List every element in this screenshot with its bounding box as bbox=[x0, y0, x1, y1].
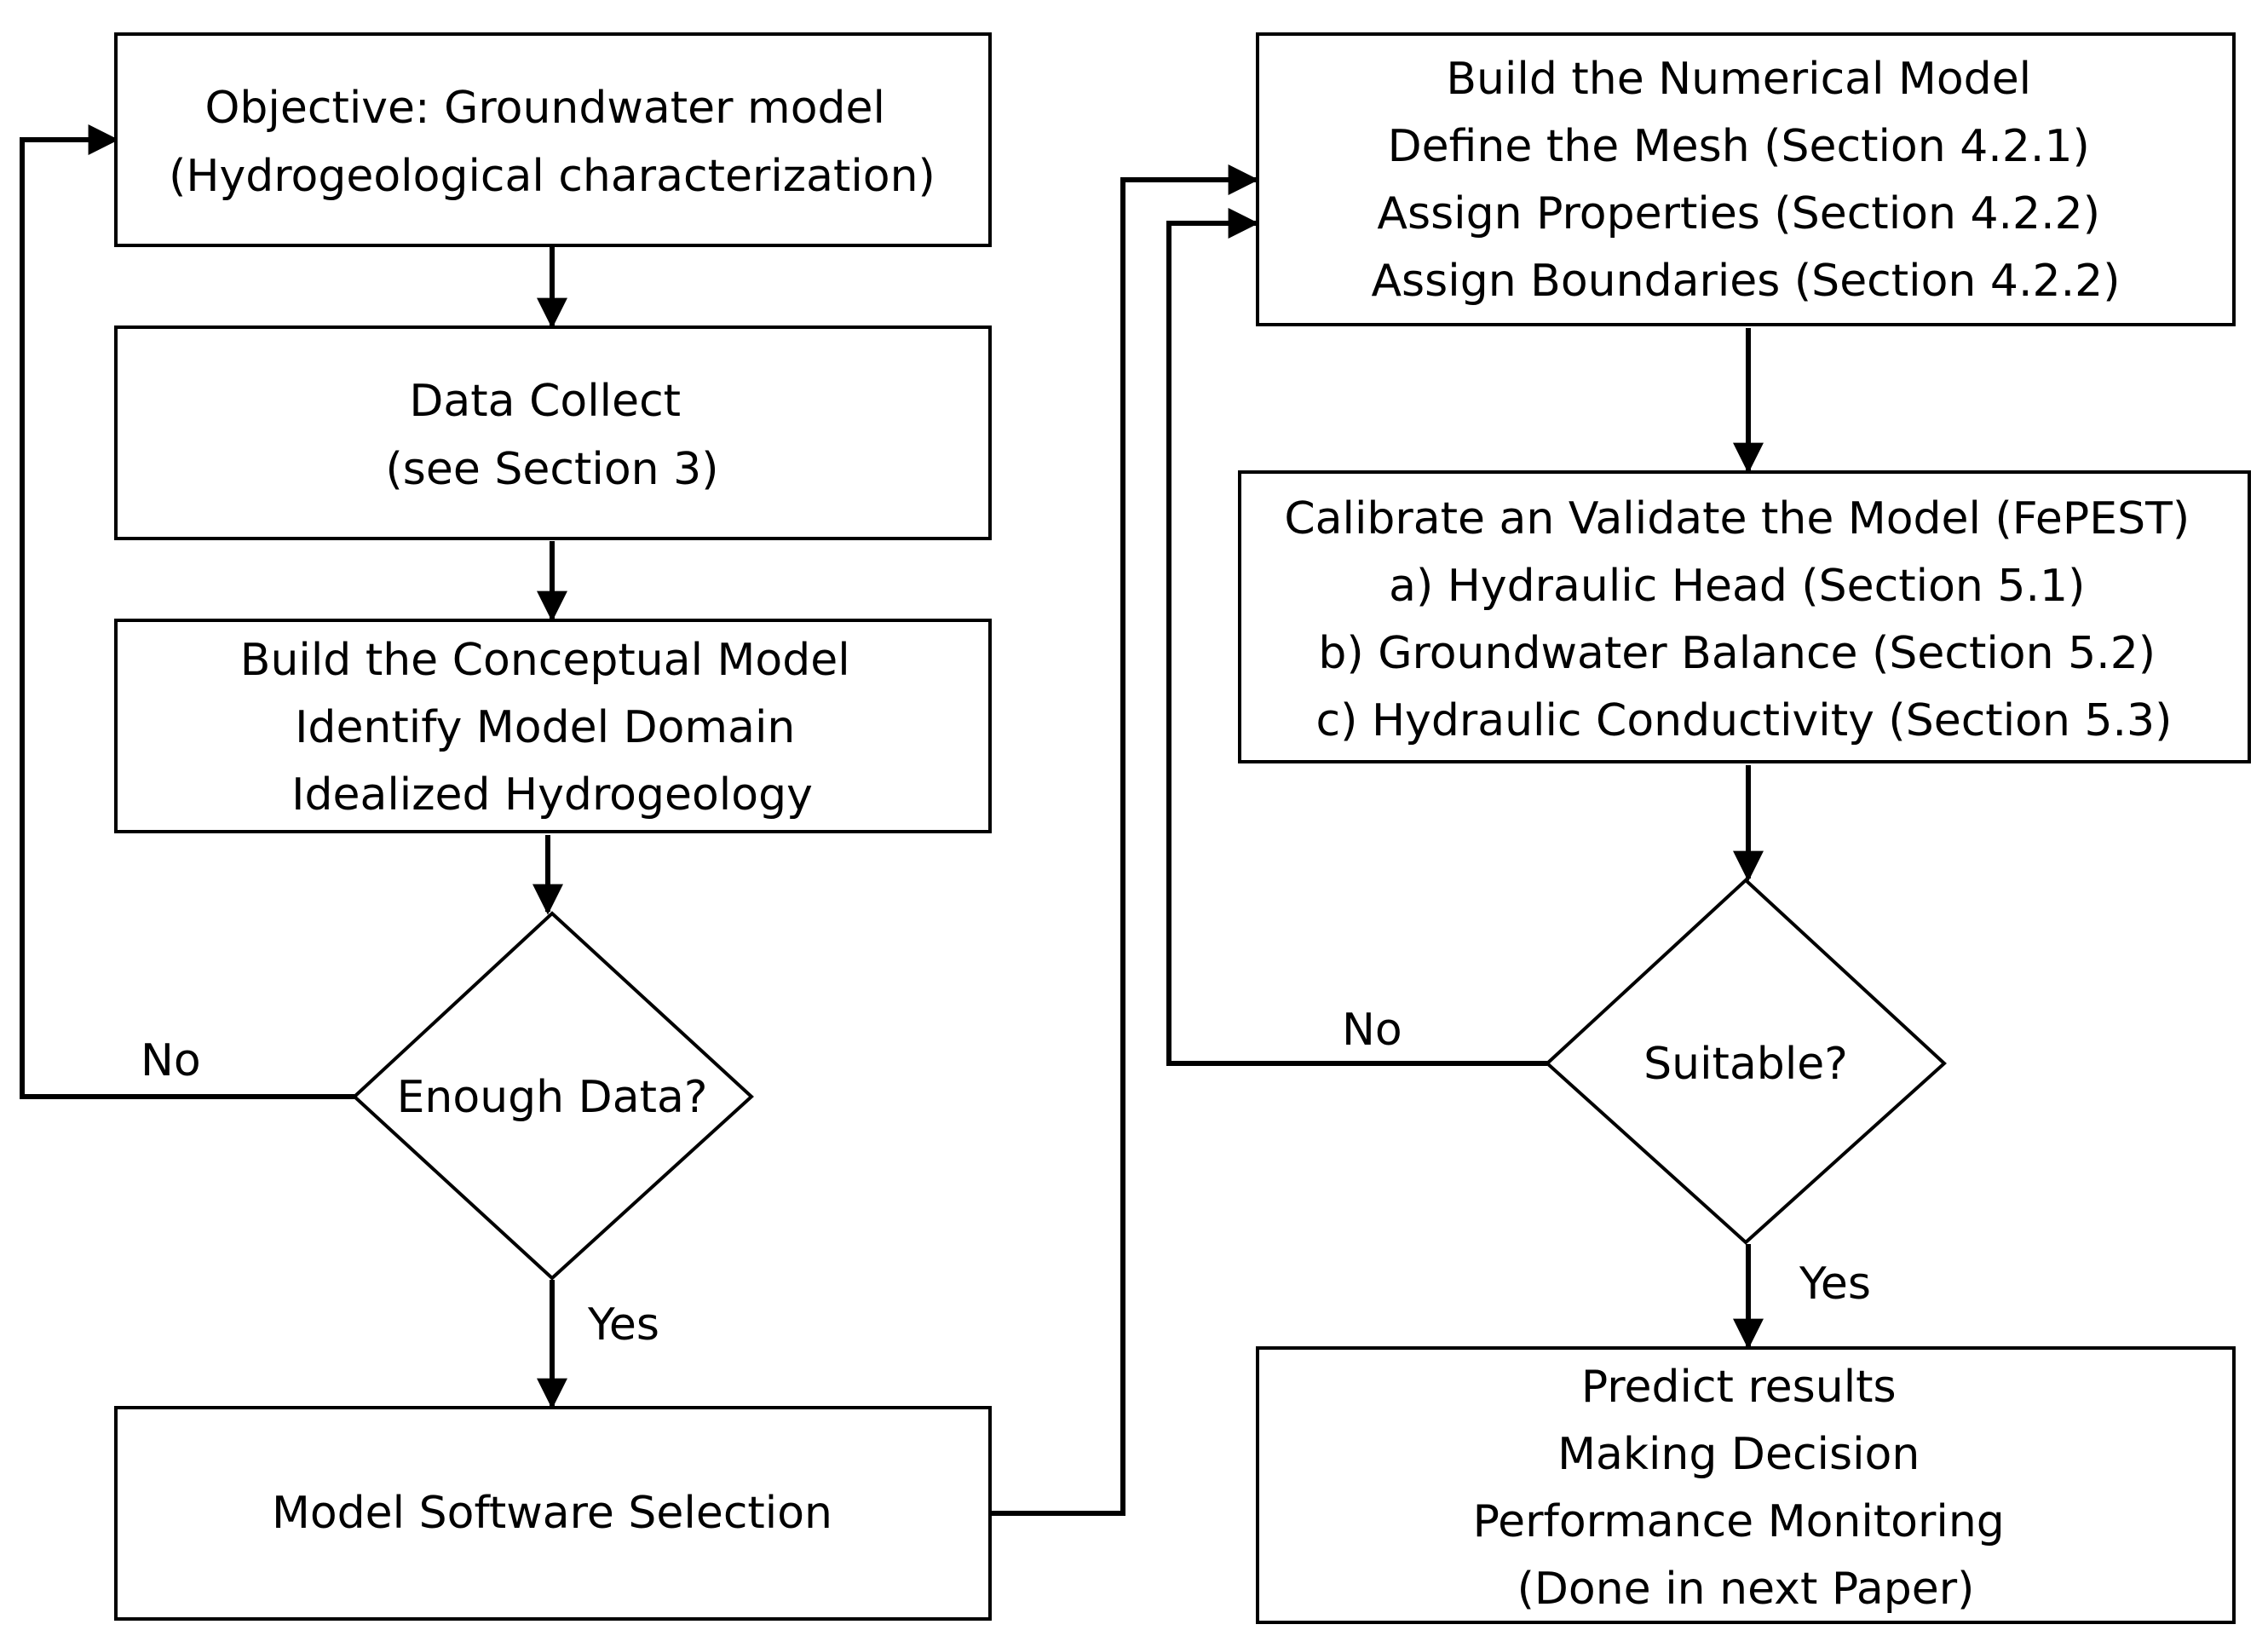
node-objective: Objective: Groundwater model (Hydrogeolo… bbox=[114, 32, 992, 247]
predict-box bbox=[1256, 1346, 2236, 1624]
node-calibrate: Calibrate an Validate the Model (FePEST)… bbox=[1238, 470, 2251, 763]
arrow-software-to-numerical bbox=[990, 164, 1259, 1516]
node-predict: Predict results Making Decision Performa… bbox=[1256, 1346, 2236, 1624]
numerical-model-text: Build the Numerical Model Define the Mes… bbox=[1371, 54, 2120, 307]
predict-line: (Done in next Paper) bbox=[1517, 1564, 1975, 1615]
suitable-label: Suitable? bbox=[1643, 1039, 1848, 1090]
conceptual-model-line: Identify Model Domain bbox=[295, 702, 795, 753]
numerical-model-line: Assign Boundaries (Section 4.2.2) bbox=[1371, 256, 2120, 307]
enough-data-label: Enough Data? bbox=[397, 1072, 708, 1123]
data-collect-text: Data Collect (see Section 3) bbox=[386, 376, 719, 495]
calibrate-line: c) Hydraulic Conductivity (Section 5.3) bbox=[1316, 695, 2173, 746]
numerical-model-line: Define the Mesh (Section 4.2.1) bbox=[1388, 121, 2090, 172]
calibrate-text: Calibrate an Validate the Model (FePEST)… bbox=[1284, 493, 2203, 746]
calibrate-box bbox=[1238, 470, 2251, 763]
connectors bbox=[20, 124, 1764, 1516]
conceptual-model-box bbox=[114, 619, 992, 833]
objective-line: (Hydrogeological characterization) bbox=[169, 151, 935, 202]
calibrate-line: a) Hydraulic Head (Section 5.1) bbox=[1389, 561, 2085, 612]
arrow-suitable-no-loop-to-numerical bbox=[1166, 208, 1547, 1066]
data-collect-line: (see Section 3) bbox=[386, 444, 719, 495]
numerical-model-box bbox=[1256, 32, 2236, 326]
suitable-diamond bbox=[1545, 878, 1947, 1245]
conceptual-model-text: Build the Conceptual Model Identify Mode… bbox=[240, 635, 864, 821]
edge-label-suitable-no: No bbox=[1342, 1005, 1402, 1056]
edge-label-suitable-yes: Yes bbox=[1799, 1259, 1871, 1310]
numerical-model-line: Assign Properties (Section 4.2.2) bbox=[1377, 188, 2100, 239]
edge-label-enough-yes: Yes bbox=[587, 1299, 659, 1351]
predict-text: Predict results Making Decision Performa… bbox=[1473, 1362, 2019, 1615]
predict-line: Predict results bbox=[1581, 1362, 1897, 1413]
objective-box bbox=[114, 32, 992, 247]
node-numerical-model: Build the Numerical Model Define the Mes… bbox=[1256, 32, 2236, 326]
calibrate-line: Calibrate an Validate the Model (FePEST) bbox=[1284, 493, 2190, 544]
objective-text: Objective: Groundwater model (Hydrogeolo… bbox=[169, 83, 935, 202]
node-enough-data-decision: Enough Data? bbox=[352, 911, 754, 1281]
software-selection-box bbox=[114, 1406, 992, 1621]
predict-line: Performance Monitoring bbox=[1473, 1496, 2005, 1547]
numerical-model-line: Build the Numerical Model bbox=[1446, 54, 2031, 105]
software-selection-line: Model Software Selection bbox=[272, 1488, 832, 1539]
conceptual-model-line: Idealized Hydrogeology bbox=[291, 769, 813, 821]
node-software-selection: Model Software Selection bbox=[114, 1406, 992, 1621]
node-conceptual-model: Build the Conceptual Model Identify Mode… bbox=[114, 619, 992, 833]
objective-line: Objective: Groundwater model bbox=[204, 83, 884, 134]
conceptual-model-line: Build the Conceptual Model bbox=[240, 635, 850, 686]
node-data-collect: Data Collect (see Section 3) bbox=[114, 325, 992, 540]
edge-label-enough-no: No bbox=[141, 1035, 201, 1086]
enough-data-diamond bbox=[352, 911, 754, 1281]
predict-line: Making Decision bbox=[1557, 1429, 1920, 1480]
node-suitable-decision: Suitable? bbox=[1545, 878, 1947, 1245]
arrow-no-loop-to-objective bbox=[20, 124, 354, 1099]
data-collect-box bbox=[114, 325, 992, 540]
calibrate-line: b) Groundwater Balance (Section 5.2) bbox=[1318, 628, 2156, 679]
data-collect-line: Data Collect bbox=[409, 376, 681, 427]
software-selection-text: Model Software Selection bbox=[272, 1488, 832, 1539]
